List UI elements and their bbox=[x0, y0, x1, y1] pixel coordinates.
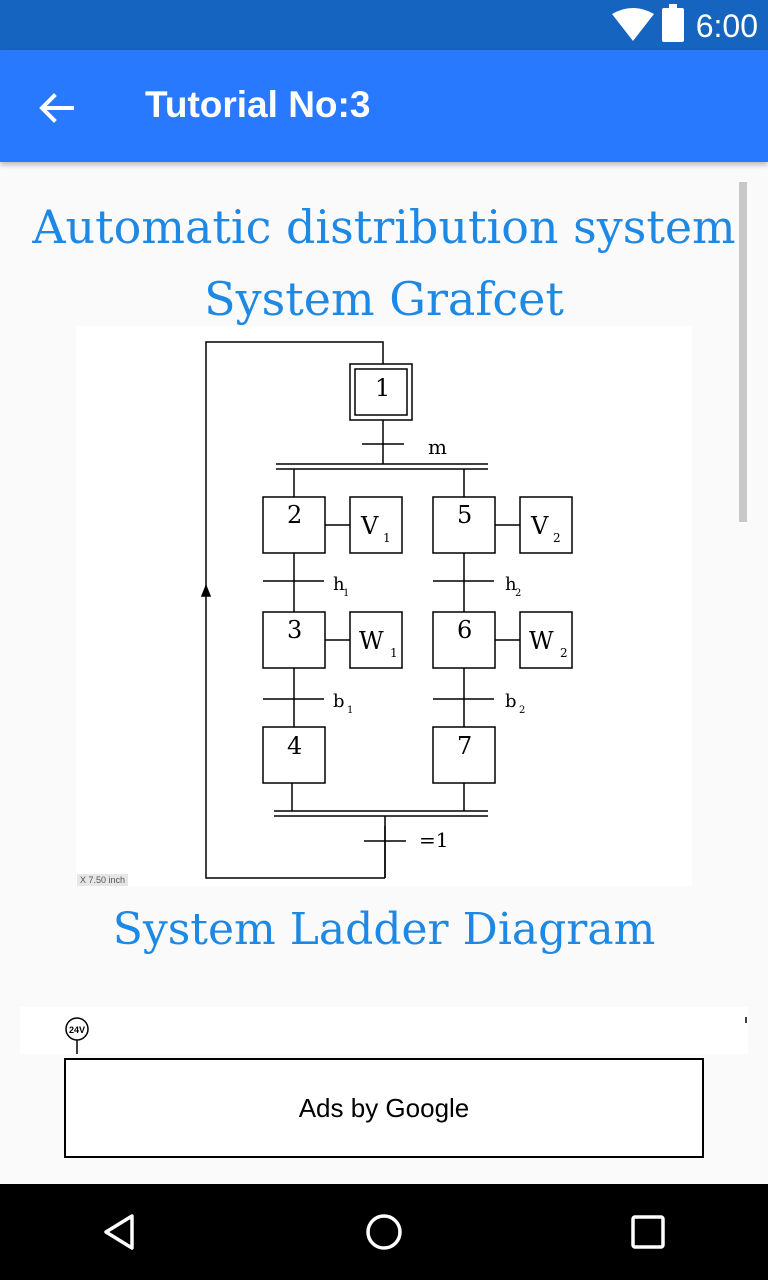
step-4: 4 bbox=[287, 732, 302, 760]
transition-b2-sub: 2 bbox=[519, 705, 525, 716]
back-arrow-icon[interactable] bbox=[36, 88, 76, 128]
step-7: 7 bbox=[457, 732, 472, 760]
action-w2: W bbox=[529, 627, 554, 655]
app-bar: Tutorial No:3 bbox=[0, 50, 768, 162]
status-time: 6:00 bbox=[695, 8, 758, 44]
ad-banner[interactable]: Ads by Google bbox=[64, 1058, 704, 1158]
action-w2-sub: 2 bbox=[560, 646, 568, 660]
main-heading: Automatic distribution system bbox=[32, 200, 736, 254]
action-v1: V bbox=[360, 512, 379, 540]
nav-back-icon[interactable] bbox=[72, 1184, 168, 1280]
voltage-label: 24V bbox=[69, 1025, 85, 1035]
tutorial-content[interactable]: Automatic distribution system System Gra… bbox=[0, 162, 768, 1184]
action-w1-sub: 1 bbox=[390, 646, 398, 660]
transition-b2: b bbox=[505, 691, 517, 712]
transition-b1-sub: 1 bbox=[347, 705, 353, 716]
page-title: Tutorial No:3 bbox=[145, 84, 371, 125]
step-6: 6 bbox=[457, 616, 472, 644]
step-5: 5 bbox=[457, 501, 472, 529]
step-1: 1 bbox=[375, 374, 390, 402]
transition-b1: b bbox=[333, 691, 345, 712]
nav-home-icon[interactable] bbox=[336, 1184, 432, 1280]
grafcet-diagram: 1 m 2 3 4 5 6 7 V 1 W 1 V 2 W 2 h 1 b 1 bbox=[76, 326, 692, 886]
size-label: X 7.50 inch bbox=[77, 874, 129, 886]
transition-h1: h bbox=[333, 574, 345, 595]
action-v2-sub: 2 bbox=[553, 531, 561, 545]
navigation-bar bbox=[0, 1184, 768, 1280]
action-v2: V bbox=[530, 512, 549, 540]
step-2: 2 bbox=[287, 501, 302, 529]
grafcet-heading: System Grafcet bbox=[204, 272, 564, 326]
transition-m: m bbox=[428, 435, 447, 459]
transition-h2-sub: 2 bbox=[515, 588, 521, 599]
battery-icon bbox=[662, 4, 684, 42]
status-bar: 6:00 bbox=[0, 0, 768, 50]
transition-h1-sub: 1 bbox=[343, 588, 349, 599]
ladder-heading: System Ladder Diagram bbox=[112, 904, 656, 955]
action-w1: W bbox=[359, 627, 384, 655]
ladder-diagram-preview: 24V bbox=[20, 1007, 748, 1054]
transition-h2: h bbox=[505, 574, 517, 595]
transition-end: =1 bbox=[419, 828, 448, 852]
step-3: 3 bbox=[287, 616, 302, 644]
nav-recents-icon[interactable] bbox=[600, 1184, 696, 1280]
action-v1-sub: 1 bbox=[383, 531, 391, 545]
scrollbar[interactable] bbox=[739, 182, 747, 522]
wifi-icon bbox=[612, 8, 654, 41]
